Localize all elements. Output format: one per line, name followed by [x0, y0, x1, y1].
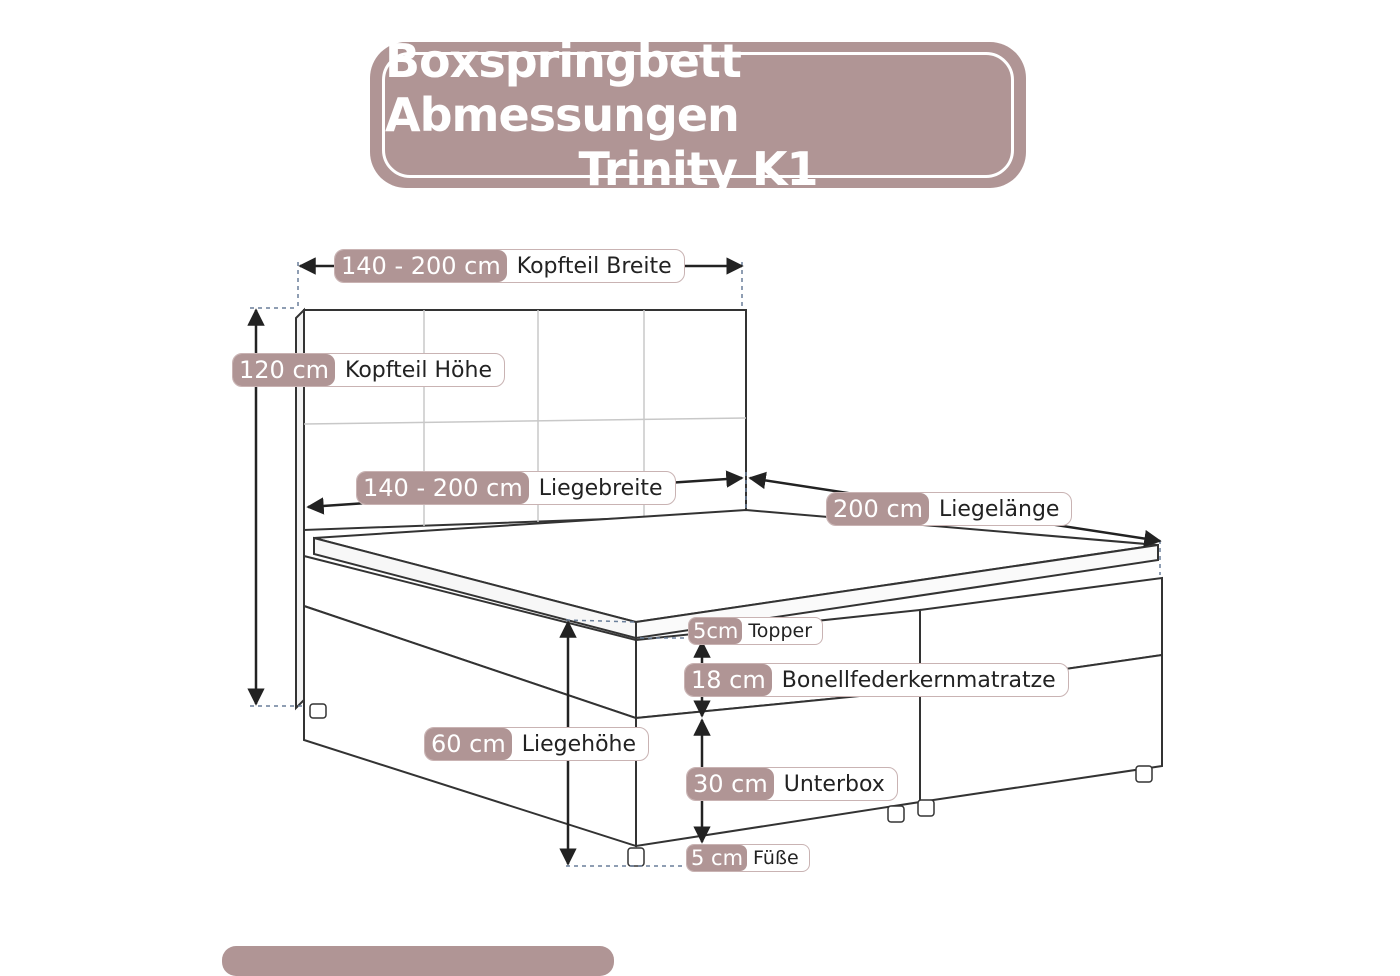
- value-headboard-height: 120 cm: [233, 354, 336, 386]
- value-lying-height: 60 cm: [425, 728, 512, 760]
- value-lying-length: 200 cm: [827, 493, 930, 525]
- bottom-banner-edge: [222, 946, 614, 976]
- topper-front-right: [635, 543, 1159, 640]
- text-lying-height: Liegehöhe: [521, 731, 637, 757]
- dashed-guides: [250, 262, 1161, 867]
- title-line-2: Trinity K1: [578, 142, 819, 196]
- value-headboard-width: 140 - 200 cm: [335, 250, 507, 282]
- text-feet: Füße: [753, 847, 799, 869]
- title-banner: Boxspringbett Abmessungen Trinity K1: [370, 34, 1026, 196]
- label-feet: 5 cm Füße: [686, 844, 810, 872]
- text-headboard-width: Kopfteil Breite: [516, 253, 672, 279]
- title-frame: Boxspringbett Abmessungen Trinity K1: [382, 34, 1014, 196]
- text-headboard-height: Kopfteil Höhe: [345, 357, 492, 383]
- value-lying-width: 140 - 200 cm: [357, 472, 529, 504]
- label-lying-height: 60 cm Liegehöhe: [424, 727, 650, 761]
- text-underbox: Unterbox: [783, 771, 885, 797]
- text-mattress: Bonellfederkernmatratze: [781, 667, 1056, 693]
- text-lying-length: Liegelänge: [939, 496, 1060, 522]
- value-topper: 5cm: [689, 618, 743, 644]
- text-topper: Topper: [748, 620, 812, 642]
- label-lying-width: 140 - 200 cm Liegebreite: [356, 471, 676, 505]
- label-headboard-width: 140 - 200 cm Kopfteil Breite: [334, 249, 685, 283]
- label-headboard-height: 120 cm Kopfteil Höhe: [232, 353, 505, 387]
- label-lying-length: 200 cm Liegelänge: [826, 492, 1073, 526]
- value-mattress: 18 cm: [685, 664, 772, 696]
- value-underbox: 30 cm: [687, 768, 774, 800]
- text-lying-width: Liegebreite: [538, 475, 663, 501]
- label-mattress: 18 cm Bonellfederkernmatratze: [684, 663, 1069, 697]
- label-underbox: 30 cm Unterbox: [686, 767, 898, 801]
- value-feet: 5 cm: [687, 845, 748, 871]
- label-topper: 5cm Topper: [688, 617, 823, 645]
- bed-feet: [309, 703, 1153, 867]
- title-line-1: Boxspringbett Abmessungen: [385, 34, 742, 142]
